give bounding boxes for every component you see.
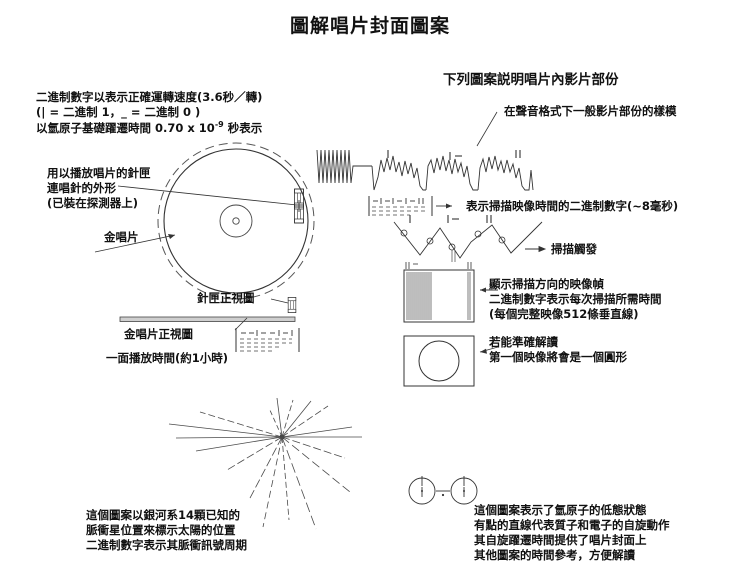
pulsar-note-line3: 二進制數字表示其脈衝訊號周期 — [86, 538, 247, 552]
gold-record-label: 金唱片 — [104, 230, 139, 244]
frame-note-line2: 二進制數字表示每次掃描所需時間 — [489, 292, 662, 306]
decode-note-line1: 若能準確解讀 — [489, 335, 558, 349]
scan-trigger-sawtooth — [393, 215, 547, 262]
hydrogen-note-line1: 這個圖案表示了氫原子的低態狀態 — [474, 503, 647, 517]
record-spindle-hole — [232, 217, 240, 225]
hydrogen-note-line4: 其他圖案的時間參考，方便解讀 — [474, 548, 635, 562]
record-outer-edge — [163, 148, 309, 294]
frame-note-line1: 顯示掃描方向的映像幀 — [489, 277, 604, 291]
leader-gold-record-arrow — [168, 234, 175, 239]
rotation-note-line3-post: 秒表示 — [223, 120, 263, 135]
rotation-note-exponent: -9 — [214, 120, 224, 129]
cartridge-note-line3: (已裝在探測器上) — [47, 196, 139, 210]
leader-cartridge-front — [270, 298, 289, 304]
hydrogen-note-line3: 其自旋躍遷時間提供了唱片封面上 — [474, 533, 647, 547]
hydrogen-note-line2: 有點的直線代表質子和電子的自旋動作 — [474, 518, 670, 532]
frame-note-line3: (每個完整映像512條垂直線) — [489, 307, 639, 321]
leader-record-side — [234, 317, 248, 331]
leader-gold-record — [94, 234, 176, 253]
waveform-label: 在聲音格式下一般影片部份的樣模 — [504, 104, 677, 118]
pulsar-map — [168, 397, 362, 530]
record-side-view — [119, 297, 297, 331]
video-waveform — [316, 149, 534, 191]
scan-time-label: 表示掃描映像時間的二進制數字(~8毫秒) — [466, 199, 679, 213]
first-image-circle-frame — [403, 335, 499, 387]
leader-cartridge-note — [117, 185, 298, 206]
record-rim-binary-ticks — [157, 142, 315, 300]
gold-record-topview — [157, 142, 315, 300]
binary-scan-time-block — [368, 196, 452, 216]
rotation-note-line3-pre: 以氫原子基礎躍遷時間 0.70 x 10 — [36, 120, 215, 135]
cartridge-front-view-glyph — [287, 297, 297, 313]
rotation-note-line2: (| = 二進制 1，_ = 二進制 0 ) — [36, 105, 201, 119]
right-column-heading: 下列圖案説明唱片內影片部份 — [443, 72, 619, 88]
cartridge-note-line2: 連唱針的外形 — [47, 181, 116, 195]
pulsar-note-line1: 這個圖案以銀河系14顆已知的 — [86, 508, 241, 522]
hydrogen-hyperfine-diagram — [408, 476, 478, 505]
record-label-ring — [219, 204, 253, 238]
pulsar-note-line2: 脈衝星位置來標示太陽的位置 — [86, 523, 236, 537]
cartridge-note-line1: 用以播放唱片的針匣 — [47, 166, 151, 180]
rotation-note-line3: 以氫原子基礎躍遷時間 0.70 x 10-9 秒表示 — [36, 120, 262, 136]
raster-scan-frame — [403, 262, 498, 323]
binary-playtime-block — [235, 328, 300, 352]
page-title: 圖解唱片封面圖案 — [289, 15, 450, 37]
leader-waveform-label — [476, 111, 498, 147]
cartridge-front-view-label: 針匣正視圖 — [197, 291, 255, 305]
record-edge-bar — [119, 316, 296, 322]
record-side-view-label: 金唱片正視圖 — [124, 327, 193, 341]
play-time-label: 一面播放時間(約1小時) — [106, 351, 229, 365]
decode-note-line2: 第一個映像將會是一個圓形 — [489, 350, 627, 364]
scan-trigger-label: 掃描觸發 — [551, 242, 597, 256]
rotation-note-line1: 二進制數字以表示正確運轉速度(3.6秒／轉) — [36, 90, 263, 104]
